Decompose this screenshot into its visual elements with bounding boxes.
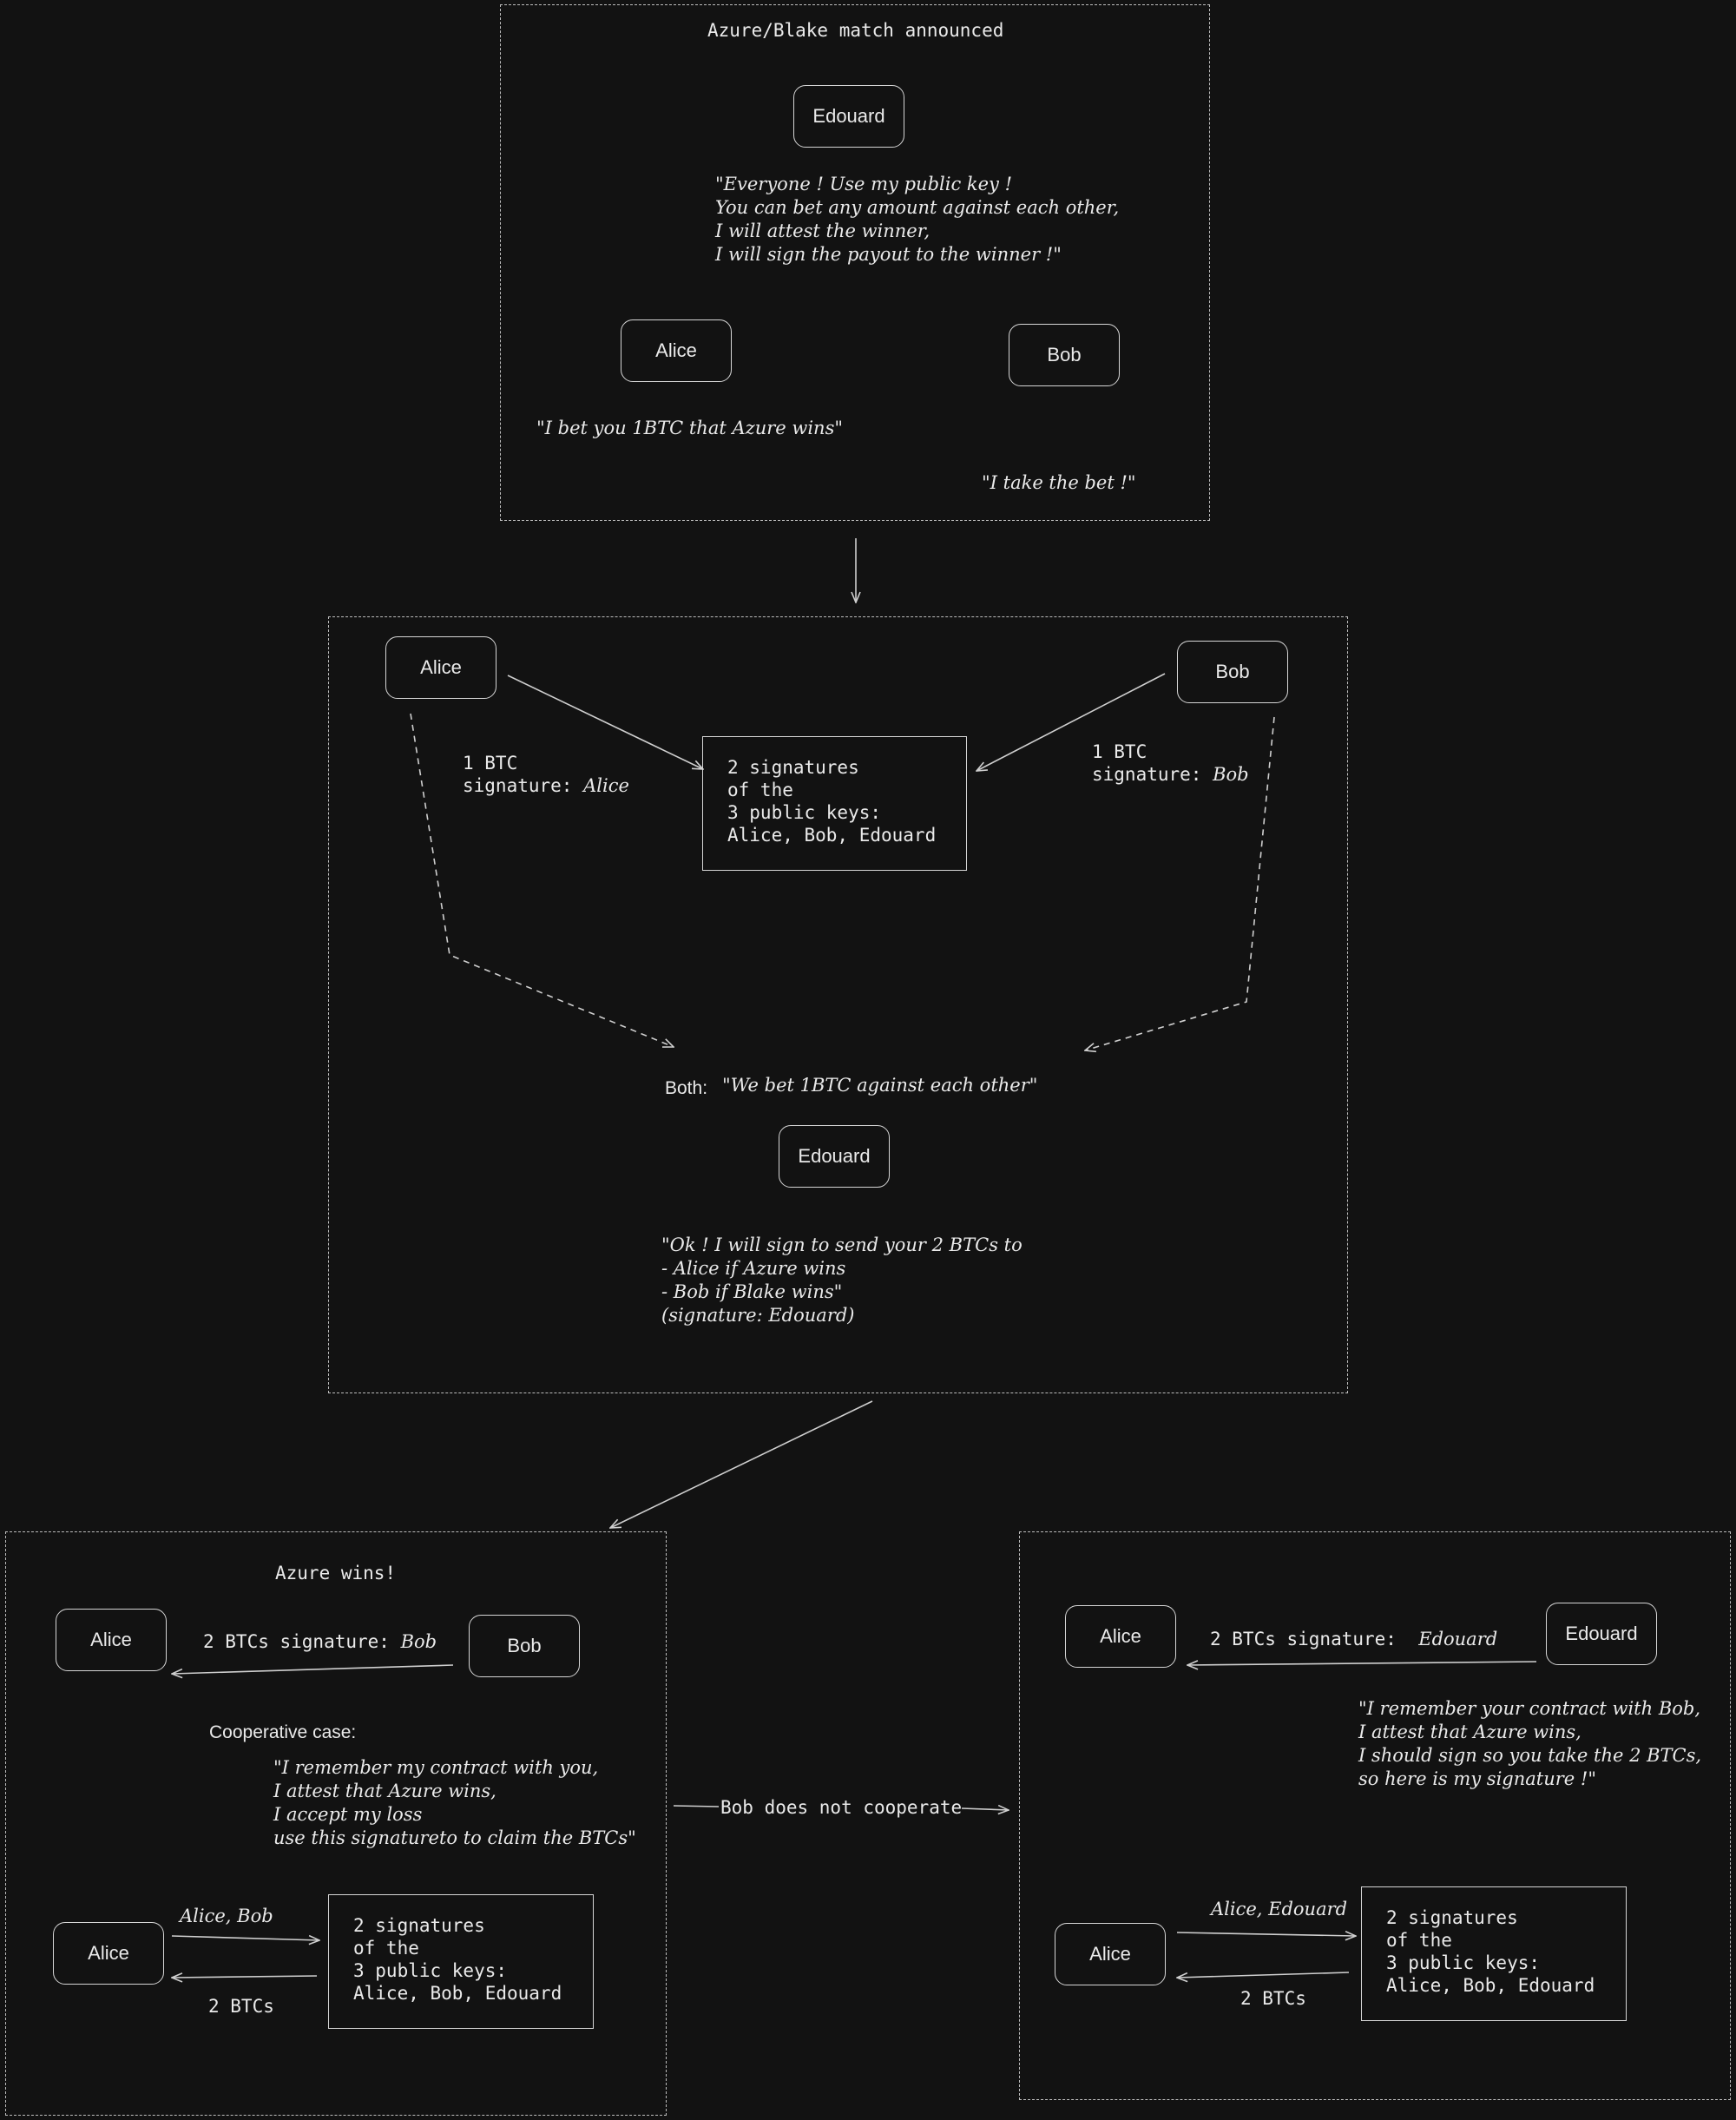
both-quote: "We bet 1BTC against each other" (722, 1075, 1038, 1096)
to-multisig-label: Alice, Bob (180, 1906, 273, 1926)
bob-quote: "I remember my contract with you, I atte… (273, 1757, 636, 1848)
panel-match-announced (500, 4, 1210, 521)
bob-quote: "I take the bet !" (982, 472, 1136, 493)
multisig-box: 2 signatures of the 3 public keys: Alice… (328, 1894, 594, 2029)
multisig-box: 2 signatures of the 3 public keys: Alice… (1361, 1886, 1627, 2021)
payment-label: 2 BTCs signature: Bob (203, 1630, 437, 1653)
node-alice[interactable]: Alice (621, 319, 732, 382)
panel-title: Azure wins! (275, 1563, 397, 1583)
node-edouard[interactable]: Edouard (793, 85, 904, 148)
node-alice[interactable]: Alice (56, 1609, 167, 1671)
edouard-quote: "Ok ! I will sign to send your 2 BTCs to… (661, 1234, 1023, 1326)
node-alice[interactable]: Alice (385, 636, 496, 699)
to-multisig-label: Alice, Edouard (1211, 1899, 1348, 1919)
panel-non-cooperative (1019, 1531, 1731, 2100)
alice-sig-label: signature: (463, 775, 573, 796)
alice-sig-name: Alice (583, 775, 629, 796)
alice-amount: 1 BTC (463, 753, 518, 774)
payment-signer: Edouard (1418, 1629, 1498, 1649)
node-edouard[interactable]: Edouard (779, 1125, 890, 1188)
panel-azure-wins (5, 1531, 667, 2116)
payment-signer: Bob (400, 1631, 437, 1652)
non-cooperation-label: Bob does not cooperate (720, 1797, 963, 1818)
arrow-noncoop-left (673, 1805, 720, 1807)
bob-sig-name: Bob (1213, 764, 1249, 785)
both-label: Both: (665, 1078, 708, 1098)
panel-title: Azure/Blake match announced (707, 20, 1004, 41)
edouard-quote: "Everyone ! Use my public key ! You can … (715, 174, 1120, 265)
multisig-box: 2 signatures of the 3 public keys: Alice… (702, 736, 967, 871)
node-bob[interactable]: Bob (1177, 641, 1288, 703)
case-label: Cooperative case: (209, 1722, 357, 1742)
payment-amount-sig: 2 BTCs signature: (203, 1631, 390, 1652)
node-alice[interactable]: Alice (1065, 1605, 1176, 1668)
payment-amount-sig: 2 BTCs signature: (1210, 1629, 1397, 1649)
bob-deposit-label: 1 BTC signature: Bob (1092, 741, 1249, 786)
node-alice[interactable]: Alice (1055, 1923, 1166, 1985)
from-multisig-label: 2 BTCs (1240, 1988, 1306, 2009)
payment-label: 2 BTCs signature: Edouard (1210, 1628, 1497, 1650)
alice-deposit-label: 1 BTC signature: Alice (463, 752, 629, 797)
arrow-panel2-to-panel3 (610, 1400, 873, 1528)
alice-quote: "I bet you 1BTC that Azure wins" (536, 418, 844, 438)
bob-sig-label: signature: (1092, 764, 1202, 785)
node-alice[interactable]: Alice (53, 1922, 164, 1985)
arrow-noncoop-right (961, 1808, 1009, 1810)
panel-contract (328, 616, 1348, 1393)
bob-amount: 1 BTC (1092, 741, 1147, 762)
from-multisig-label: 2 BTCs (208, 1996, 274, 2017)
node-bob[interactable]: Bob (469, 1615, 580, 1677)
edouard-quote: "I remember your contract with Bob, I at… (1358, 1698, 1702, 1789)
node-bob[interactable]: Bob (1009, 324, 1120, 386)
node-edouard[interactable]: Edouard (1546, 1603, 1657, 1665)
